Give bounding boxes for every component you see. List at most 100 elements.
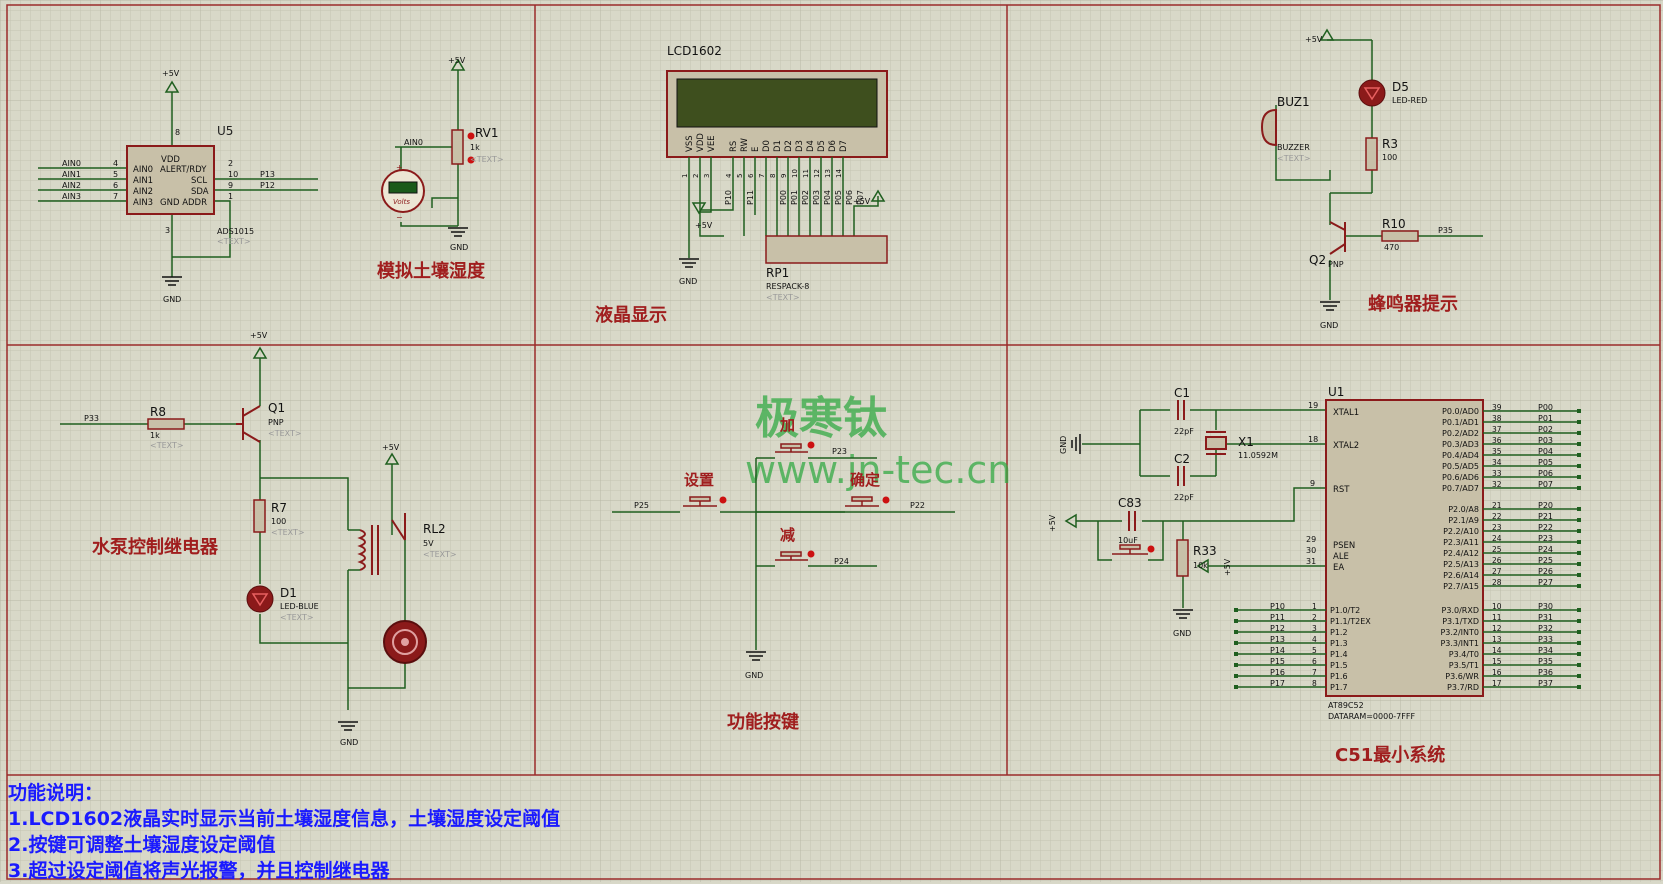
r10-net: P35: [1438, 226, 1453, 235]
x1-crystal: [1205, 431, 1227, 455]
u5-ads1015[interactable]: U5 VDD AIN0 AIN1 AIN2 AIN3 ALERT/RDY SCL…: [38, 69, 318, 304]
rv1-text-placeholder: <TEXT>: [470, 155, 504, 164]
u1-net-label: P17: [1270, 679, 1285, 688]
lcd-pin-label: D6: [828, 140, 838, 152]
u1-pin-terminal: [1577, 529, 1581, 533]
key-sub-net: P24: [834, 557, 849, 566]
u1-pin-name: P0.3/AD3: [1442, 440, 1479, 449]
u1-net-label: P26: [1538, 567, 1553, 576]
svg-text:P05: P05: [834, 190, 843, 205]
u1-pin-name: P3.1/TXD: [1442, 617, 1479, 626]
key-ok-net: P22: [910, 501, 925, 510]
c1-capacitor: [1177, 400, 1185, 420]
u1-pin-name: P1.7: [1330, 683, 1348, 692]
rl2-text-placeholder: <TEXT>: [423, 550, 457, 559]
c51-minimum-system[interactable]: C1 22pF C2 22pF X1 11.0592M GND +5V +5V: [1048, 385, 1581, 721]
rv1-ref: RV1: [475, 126, 499, 140]
svg-text:SCL: SCL: [191, 176, 207, 186]
u1-pin-number: 38: [1492, 414, 1502, 423]
rv1-probe-icon: [467, 156, 475, 164]
relay-vcc-arrow-2: +5V: [382, 443, 400, 465]
rv1-potentiometer[interactable]: RV1 1k <TEXT> AIN0 +5V GND Volts + −: [381, 56, 504, 252]
u1-pin-name: P0.2/AD2: [1442, 429, 1479, 438]
u1-pin-number: 13: [1492, 635, 1502, 644]
lcd-pin-label: D1: [773, 140, 783, 152]
lcd-pin-number: 10: [791, 169, 799, 178]
r7-ref: R7: [271, 501, 287, 515]
lcd-pin-label: RW: [740, 137, 750, 152]
u1-pin-terminal: [1577, 431, 1581, 435]
rp1-respack[interactable]: RP1 RESPACK-8 <TEXT>: [765, 235, 888, 302]
svg-text:6: 6: [113, 181, 118, 190]
title-keys: 功能按键: [727, 711, 799, 733]
key-sub-button[interactable]: 减 P24: [775, 526, 849, 566]
c2-ref: C2: [1174, 452, 1190, 466]
u1-pin-number: 39: [1492, 403, 1502, 412]
u1-pin-number: 6: [1312, 657, 1317, 666]
svg-text:AIN3: AIN3: [133, 198, 153, 208]
relay-vcc-arrow-1: +5V: [250, 331, 268, 359]
q1-type: PNP: [268, 418, 284, 427]
relay-circuit[interactable]: +5V +5V P33 R8 1k <TEXT> Q1 PNP <TEXT> R…: [60, 331, 457, 747]
svg-text:P07: P07: [856, 190, 865, 205]
svg-text:P01: P01: [790, 190, 799, 205]
u1-net-label: P25: [1538, 556, 1553, 565]
svg-text:VDD: VDD: [161, 155, 180, 165]
svg-text:7: 7: [113, 192, 118, 201]
u1-pin-terminal: [1577, 641, 1581, 645]
r3-ref: R3: [1382, 137, 1398, 151]
u1-pin-terminal: [1234, 641, 1238, 645]
lcd-pin-number: 14: [835, 169, 843, 178]
key-ok-button[interactable]: 确定 P22: [845, 471, 925, 510]
buzzer-icon: [1260, 108, 1277, 147]
svg-text:AIN1: AIN1: [133, 176, 153, 186]
voltmeter[interactable]: Volts + −: [381, 163, 425, 222]
lcd-pin-label: RS: [729, 141, 739, 152]
svg-text:AIN2: AIN2: [133, 187, 153, 197]
u1-pin-name: P1.6: [1330, 672, 1348, 681]
lcd1602-display[interactable]: LCD1602 VSS1VDD2VEE3RS4RW5E6D07D18D29D31…: [666, 44, 888, 286]
u1-pin-number: 22: [1492, 512, 1502, 521]
title-lcd: 液晶显示: [595, 304, 667, 326]
svg-text:AIN1: AIN1: [62, 170, 81, 179]
u1-pin-name: P3.4/T0: [1449, 650, 1479, 659]
buzzer-circuit[interactable]: +5V BUZ1 BUZZER <TEXT> D5 LED-RED R3 100…: [1260, 28, 1483, 330]
u1-pin-terminal: [1577, 486, 1581, 490]
svg-text:GND: GND: [679, 277, 697, 286]
u1-pin-number: 21: [1492, 501, 1502, 510]
u1-pin-terminal: [1577, 540, 1581, 544]
u1-pin-name: P3.7/RD: [1447, 683, 1479, 692]
q2-ref: Q2: [1309, 253, 1326, 267]
key-add-button[interactable]: 加 P23: [775, 416, 847, 456]
u1-pin-number: 1: [1312, 602, 1317, 611]
lcd-pin-number: 6: [747, 173, 755, 178]
svg-text:GND: GND: [745, 671, 763, 680]
u1-pin-terminal: [1234, 685, 1238, 689]
u1-pin-name: P0.5/AD5: [1442, 462, 1479, 471]
u1-pin-terminal: [1577, 630, 1581, 634]
lcd-screen: [676, 78, 878, 128]
r3-value: 100: [1382, 153, 1397, 162]
d1-ref: D1: [280, 586, 297, 600]
u1-net-label: P30: [1538, 602, 1553, 611]
lcd-pin-number: 11: [802, 169, 810, 178]
u1-pin-number: 25: [1492, 545, 1502, 554]
key-add-net: P23: [832, 447, 847, 456]
c1-value: 22pF: [1174, 427, 1194, 436]
u1-net-label: P04: [1538, 447, 1553, 456]
svg-text:XTAL2: XTAL2: [1333, 441, 1359, 451]
key-set-button[interactable]: 设置 P25: [634, 471, 727, 510]
r3-resistor: [1365, 137, 1378, 171]
lcd-vdd-label: +5V: [695, 221, 713, 230]
watermark-url: www.jn-tec.cn: [745, 448, 1011, 492]
svg-text:ALERT/RDY: ALERT/RDY: [160, 165, 207, 175]
u1-pin-terminal: [1577, 420, 1581, 424]
u1-pin-number: 17: [1492, 679, 1502, 688]
key-set-label: 设置: [684, 471, 714, 489]
u5-text-placeholder: <TEXT>: [217, 237, 251, 246]
svg-text:+5V: +5V: [1305, 35, 1323, 44]
u1-pin-number: 23: [1492, 523, 1502, 532]
function-notes: 功能说明： 1.LCD1602液晶实时显示当前土壤湿度信息，土壤湿度设定阈值 2…: [8, 780, 560, 884]
reset-button[interactable]: [1112, 544, 1155, 555]
keys-circuit[interactable]: 加 P23 设置 P25 确定 P22: [612, 416, 955, 680]
